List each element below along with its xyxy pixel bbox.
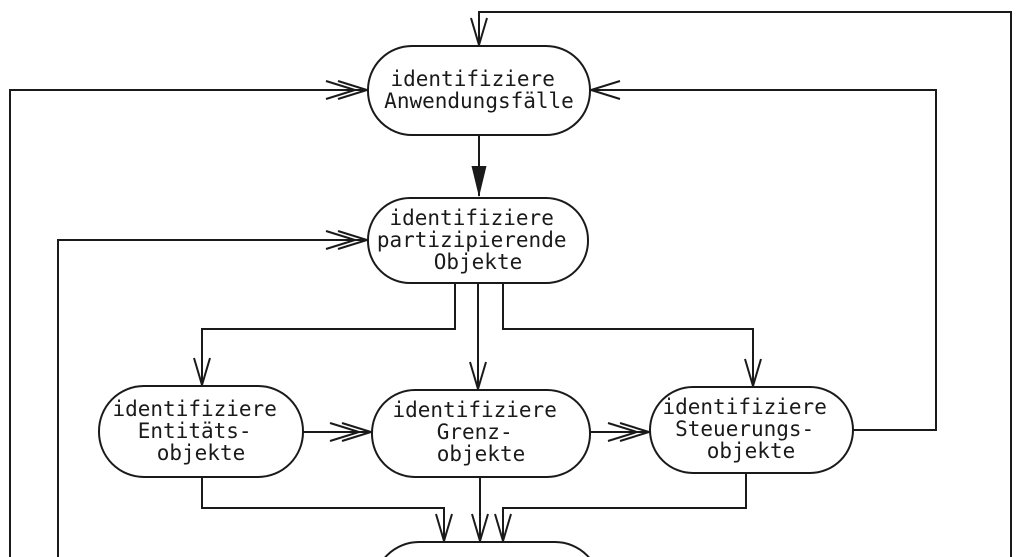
- label-line: objekte: [157, 441, 246, 465]
- connector-outer-loop-to-use-cases-top: [478, 11, 1012, 557]
- label-line: identifiziere: [390, 67, 554, 91]
- label-line: Objekte: [434, 250, 523, 274]
- label-line: objekte: [437, 442, 526, 466]
- node-shapes: [98, 45, 854, 557]
- connector-bottom-loop-to-use-cases-left: [9, 89, 366, 557]
- node-entity-objects-shape: [98, 385, 304, 478]
- connector-control-to-bottom-node: [502, 473, 747, 540]
- label-line: Entitäts-: [138, 419, 252, 443]
- arrowhead-into-boundary-left-icon: [329, 422, 375, 442]
- node-partial-bottom-shape: [384, 541, 590, 557]
- node-control-objects-label: identifiziere Steuerungs- objekte: [662, 395, 839, 463]
- label-line: partizipierende: [377, 228, 567, 252]
- node-participating-objects-label: identifiziere partizipierende Objekte: [377, 206, 579, 274]
- connector-lines: [9, 11, 1012, 557]
- node-boundary-objects-shape: [371, 389, 591, 478]
- connector-participating-to-control: [502, 283, 754, 385]
- node-use-cases-label: identifiziere Anwendungsfälle: [384, 67, 574, 113]
- node-control-objects-shape: [649, 386, 854, 474]
- node-boundary-objects-label: identifiziere Grenz- objekte: [392, 398, 569, 466]
- connector-participating-to-entity: [201, 283, 456, 384]
- label-line: identifiziere: [112, 397, 276, 421]
- connector-control-objects-to-use-cases: [592, 89, 937, 431]
- node-use-cases-shape: [367, 45, 591, 136]
- label-line: objekte: [707, 439, 796, 463]
- node-entity-objects-label: identifiziere Entitäts- objekte: [112, 397, 289, 465]
- label-line: identifiziere: [392, 398, 556, 422]
- label-line: identifiziere: [662, 395, 826, 419]
- arrowhead-into-control-left-icon: [607, 422, 653, 442]
- node-labels: identifiziere Anwendungsfälle identifizi…: [112, 67, 839, 466]
- label-line: Grenz-: [437, 420, 513, 444]
- label-line: identifiziere: [389, 206, 553, 230]
- connector-entity-to-bottom-node: [201, 477, 445, 540]
- arrowhead-into-participating-top-icon: [471, 166, 487, 197]
- node-participating-objects-shape: [367, 197, 589, 284]
- label-line: Steuerungs-: [675, 417, 814, 441]
- label-line: Anwendungsfälle: [384, 89, 574, 113]
- connector-bottom-loop-to-participating-left: [57, 239, 366, 557]
